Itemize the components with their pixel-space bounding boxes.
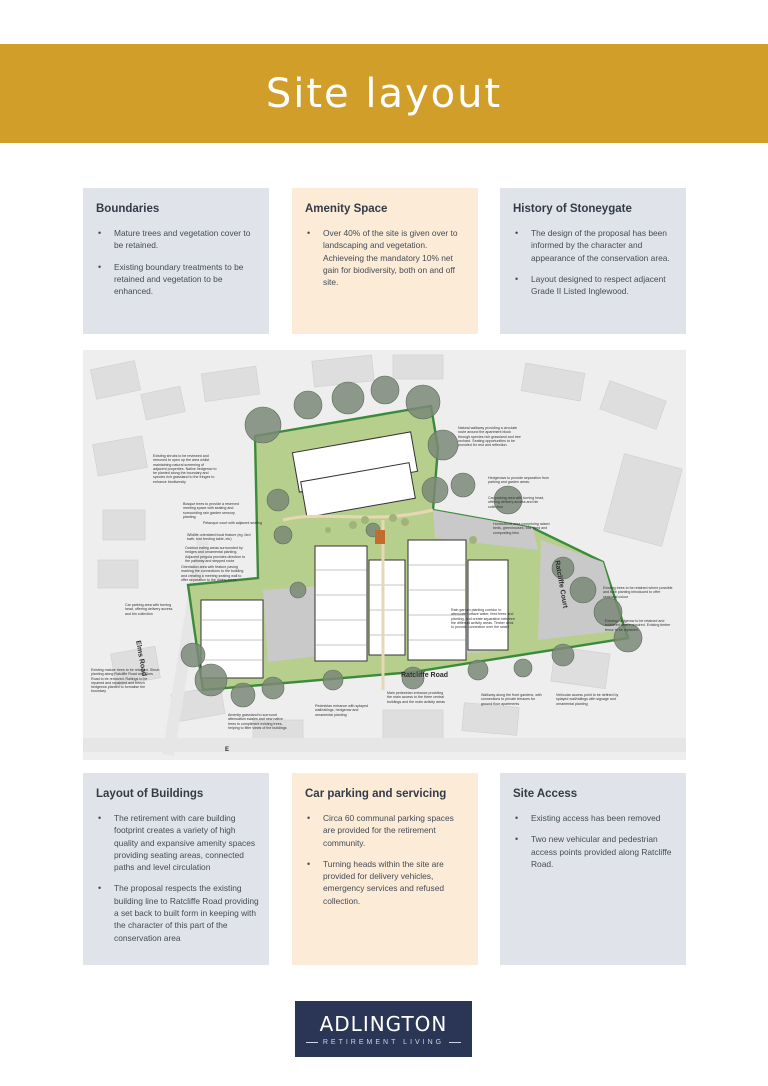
annotation: Amenity grassland to surround attenuatio… <box>228 713 287 730</box>
annotation: Outdoor eating areas surrounded by hedge… <box>185 546 246 563</box>
annotation: Orientation area with feature paving mar… <box>181 565 244 582</box>
card-amenity-space: Amenity Space Over 40% of the site is gi… <box>292 188 478 334</box>
list-item: Layout designed to respect adjacent Grad… <box>513 273 676 298</box>
divider <box>305 1042 318 1043</box>
list-item: Turning heads within the site are provid… <box>305 858 468 907</box>
bullet-list: Over 40% of the site is given over to la… <box>305 227 468 288</box>
annotation: Petanque court with adjacent seating <box>203 521 262 525</box>
list-item: Existing boundary treatments to be retai… <box>96 261 259 298</box>
bullet-list: The retirement with care building footpr… <box>96 812 259 944</box>
list-item: Circa 60 communal parking spaces are pro… <box>305 812 468 849</box>
annotation: Wildlife orientated focal feature (eg. b… <box>187 533 251 542</box>
annotation: Hedgerows to provide separation from par… <box>488 476 549 485</box>
bullet-list: Mature trees and vegetation cover to be … <box>96 227 259 297</box>
bullet-list: Circa 60 communal parking spaces are pro… <box>305 812 468 907</box>
card-title: Layout of Buildings <box>96 788 204 800</box>
annotation: Bosque trees to provide a reserved meeti… <box>183 502 239 519</box>
list-item: The design of the proposal has been info… <box>513 227 676 264</box>
card-layout-of-buildings: Layout of Buildings The retirement with … <box>83 773 269 965</box>
divider <box>449 1042 462 1043</box>
card-title: Car parking and servicing <box>305 788 447 800</box>
annotation: Pedestrian entrance with splayed wall/ra… <box>315 704 368 717</box>
logo-name: ADLINGTON <box>319 1012 448 1036</box>
logo-sub-text: RETIREMENT LIVING <box>322 1039 445 1046</box>
site-plan-drawing <box>83 354 686 756</box>
card-history-of-stoneygate: History of Stoneygate The design of the … <box>500 188 686 334</box>
adlington-logo: ADLINGTON RETIREMENT LIVING <box>295 1001 472 1057</box>
list-item: Existing access has been removed <box>513 812 676 825</box>
card-title: History of Stoneygate <box>513 203 632 215</box>
annotation: Horticultural area comprising raised bed… <box>493 522 550 535</box>
annotation: Existing shrubs to be reviewed and remov… <box>153 454 217 484</box>
list-item: The retirement with care building footpr… <box>96 812 259 873</box>
card-site-access: Site Access Existing access has been rem… <box>500 773 686 965</box>
list-item: The proposal respects the existing build… <box>96 882 259 943</box>
list-item: Mature trees and vegetation cover to be … <box>96 227 259 252</box>
annotation: Vehicular access point to be defined by … <box>556 693 619 706</box>
bullet-list: The design of the proposal has been info… <box>513 227 676 297</box>
annotation: Existing mature trees to be retained. Sh… <box>91 668 160 694</box>
annotation: Existing trees to be retained where poss… <box>603 586 673 599</box>
road-label-edge: E <box>225 747 230 753</box>
card-boundaries: Boundaries Mature trees and vegetation c… <box>83 188 269 334</box>
header-banner: Site layout <box>0 44 768 143</box>
page-title: Site layout <box>265 70 503 117</box>
annotation: Existing hedgerow to be retained and bol… <box>605 619 671 632</box>
annotation: Main pedestrian entrance providing the m… <box>387 691 445 704</box>
card-car-parking: Car parking and servicing Circa 60 commu… <box>292 773 478 965</box>
annotation: Car parking area with turning head, offe… <box>125 603 173 616</box>
annotation: Car parking area with turning head, offe… <box>488 496 545 509</box>
card-title: Site Access <box>513 788 578 800</box>
list-item: Two new vehicular and pedestrian access … <box>513 833 676 870</box>
site-plan: Ratcliffe Road Ratcliffe Court Elms Road… <box>83 350 686 760</box>
card-title: Amenity Space <box>305 203 388 215</box>
card-title: Boundaries <box>96 203 160 215</box>
annotation: Walkway along the front gardens, with co… <box>481 693 542 706</box>
annotation: Rain garden planting corridor to attenua… <box>451 608 515 630</box>
list-item: Over 40% of the site is given over to la… <box>305 227 468 288</box>
annotation: Natural walkway providing a circulate ro… <box>458 426 521 448</box>
bullet-list: Existing access has been removed Two new… <box>513 812 676 870</box>
logo-tagline: RETIREMENT LIVING <box>305 1039 462 1046</box>
road-label-ratcliffe-road: Ratcliffe Road <box>401 672 449 679</box>
